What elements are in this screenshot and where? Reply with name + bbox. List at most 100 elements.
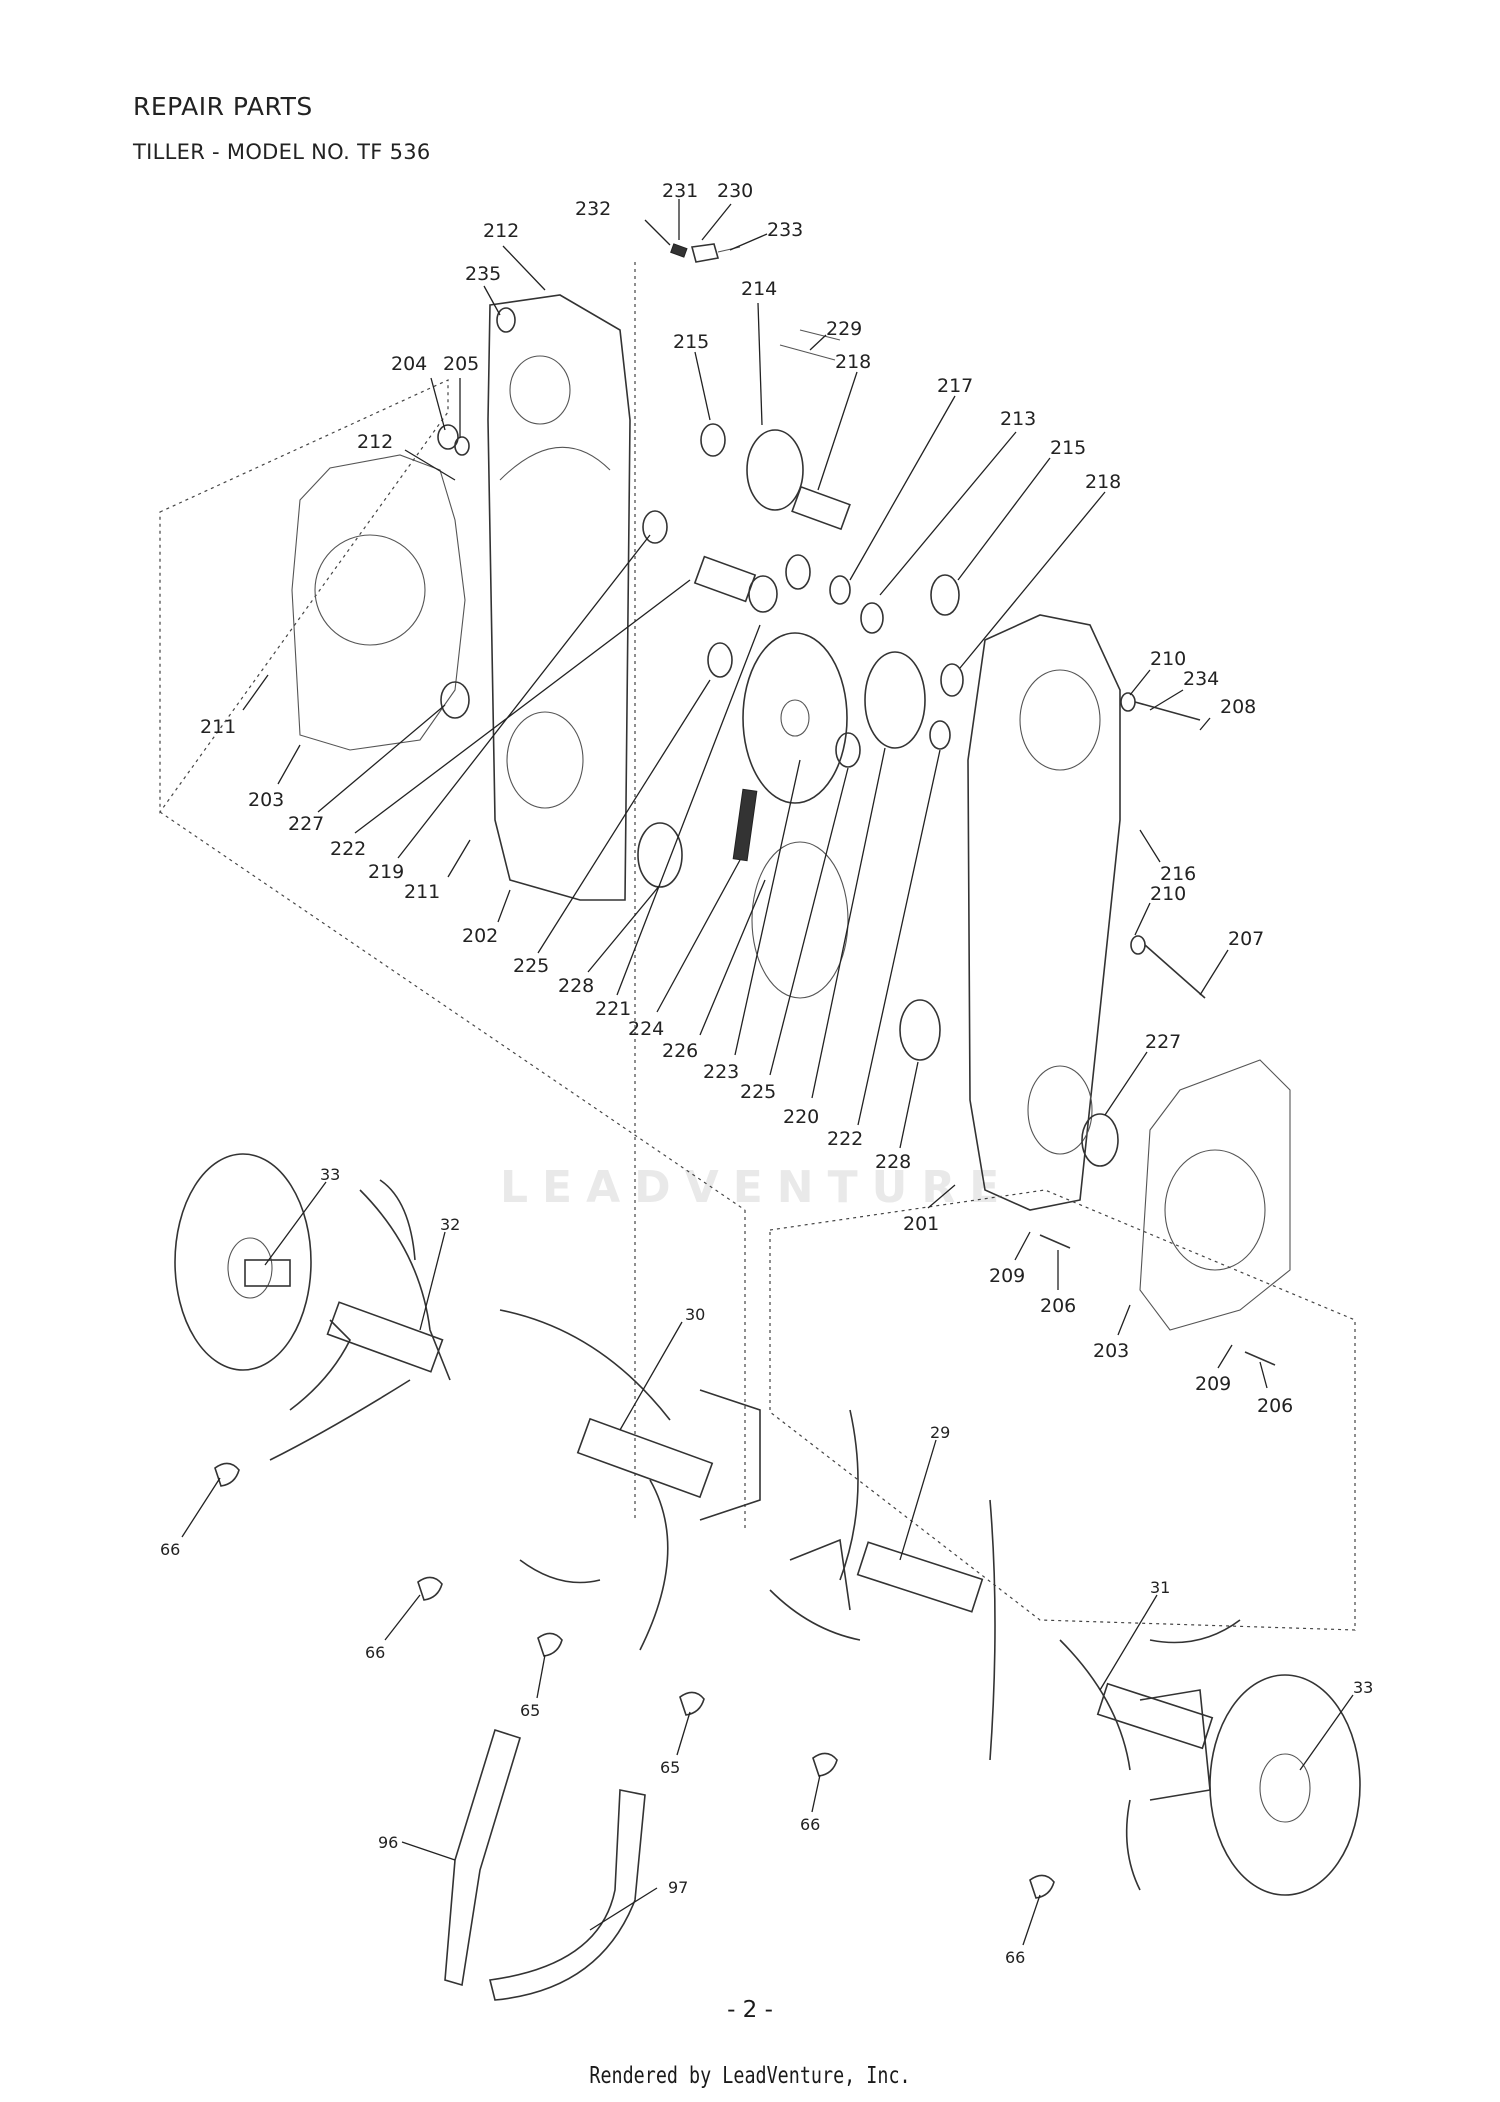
callout-210-lower: 210 <box>1150 883 1186 905</box>
tine-29-blade-a <box>839 1409 859 1581</box>
callout-222-lower: 222 <box>827 1128 863 1150</box>
callout-215-right: 215 <box>1050 437 1086 459</box>
housing-rib <box>499 446 611 481</box>
shaft-222 <box>693 555 757 603</box>
leader-lines <box>181 199 1354 1946</box>
bearing-228-upper <box>707 642 733 678</box>
callout-66-c: 66 <box>800 1815 820 1834</box>
callout-203-left: 203 <box>248 789 284 811</box>
bolt-206-right <box>1244 1351 1276 1366</box>
callout-203-right: 203 <box>1093 1340 1129 1362</box>
callout-232: 232 <box>575 198 611 220</box>
callout-228-upper: 228 <box>558 975 594 997</box>
callout-209-right: 209 <box>1195 1373 1231 1395</box>
right-group-frame <box>769 1189 1356 1631</box>
seal-204 <box>437 424 459 450</box>
clip-66-d <box>1029 1874 1055 1899</box>
gearbox-assembly <box>159 243 1291 1528</box>
shaft-218 <box>791 485 851 531</box>
cover-hub-right <box>1164 1149 1266 1271</box>
cover-hub-left <box>314 534 426 646</box>
callout-221: 221 <box>595 998 631 1020</box>
tine-30-shaft <box>576 1417 714 1499</box>
callout-201: 201 <box>903 1213 939 1235</box>
callout-223: 223 <box>703 1061 739 1083</box>
callout-211-left: 211 <box>200 716 236 738</box>
callout-235: 235 <box>465 263 501 285</box>
washer-210-lower <box>1130 935 1146 955</box>
oil-seal-227-left <box>440 681 470 719</box>
spring-232 <box>670 243 688 258</box>
tine-29-bracket <box>789 1538 851 1611</box>
callout-204: 204 <box>391 353 427 375</box>
callout-96: 96 <box>378 1833 398 1852</box>
left-group-frame <box>159 379 449 814</box>
tine-30-blade-a <box>499 1309 671 1421</box>
callout-33-right: 33 <box>1353 1678 1373 1697</box>
callout-219: 219 <box>368 861 404 883</box>
callout-97: 97 <box>668 1878 688 1897</box>
callout-labels: 231 230 232 233 212 235 214 229 215 218 … <box>160 180 1373 1967</box>
clip-65-a <box>537 1632 563 1657</box>
callout-29: 29 <box>930 1423 950 1442</box>
callout-213: 213 <box>1000 408 1036 430</box>
worm-gear-214 <box>746 429 804 511</box>
callout-212-top: 212 <box>483 220 519 242</box>
bearing-225-upper <box>835 732 861 768</box>
callout-205: 205 <box>443 353 479 375</box>
large-sprocket-226 <box>742 632 848 804</box>
washer-222 <box>929 720 951 750</box>
pin-229 <box>779 329 841 361</box>
tine-31-blade-b <box>1149 1619 1241 1644</box>
spacer-216 <box>860 602 884 634</box>
footer-credit: Rendered by LeadVenture, Inc. <box>589 2063 911 2089</box>
loose-tine-96 <box>444 1728 521 1987</box>
tine-30-bracket <box>699 1389 761 1521</box>
housing-right-boss <box>1019 669 1101 771</box>
tine-31-blade-a <box>1059 1639 1131 1771</box>
side-cover-right <box>1139 1059 1291 1331</box>
callout-212-left: 212 <box>357 431 393 453</box>
page-number: - 2 - <box>727 1997 773 2023</box>
callout-234: 234 <box>1183 668 1219 690</box>
housing-right-lower-boss <box>1027 1065 1093 1155</box>
callout-66-b: 66 <box>365 1643 385 1662</box>
callout-224: 224 <box>628 1018 664 1040</box>
housing-boss-lower <box>506 711 584 809</box>
oil-seal-227-right <box>1081 1113 1119 1167</box>
gear-small-221 <box>748 575 778 613</box>
callout-218-top: 218 <box>835 351 871 373</box>
tine-31-bracket <box>1139 1689 1211 1801</box>
callout-209-left: 209 <box>989 1265 1025 1287</box>
callout-217: 217 <box>937 375 973 397</box>
tine-29-blade-c <box>989 1499 996 1761</box>
clip-66-b <box>417 1576 443 1601</box>
bearing-219 <box>642 510 668 544</box>
bearing-218-right <box>940 663 964 697</box>
hub-cap-right-center <box>1259 1753 1311 1823</box>
callout-226: 226 <box>662 1040 698 1062</box>
watermark: LEADVENTURE <box>500 1162 1014 1213</box>
callout-206-right: 206 <box>1257 1395 1293 1417</box>
callout-228-lower: 228 <box>875 1151 911 1173</box>
callout-231: 231 <box>662 180 698 202</box>
tine-31-blade-c <box>1125 1799 1141 1891</box>
hub-cap-left-shaft <box>244 1259 291 1287</box>
callout-229: 229 <box>826 318 862 340</box>
sprocket-228-lower <box>899 999 941 1061</box>
housing-left <box>487 294 631 901</box>
callout-66-d: 66 <box>1005 1948 1025 1967</box>
side-cover-left <box>291 454 466 751</box>
callout-65-a: 65 <box>520 1701 540 1720</box>
hub-cap-right <box>1209 1674 1361 1896</box>
callout-30: 30 <box>685 1305 705 1324</box>
bushing-205 <box>454 436 470 456</box>
tine-30-blade-c <box>519 1559 601 1584</box>
bearing-215-left <box>700 423 726 457</box>
callout-227-right: 227 <box>1145 1031 1181 1053</box>
tine-32-blade-b <box>379 1179 416 1261</box>
callout-210-top: 210 <box>1150 648 1186 670</box>
tine-32-shaft <box>326 1301 444 1373</box>
callout-216: 216 <box>1160 863 1196 885</box>
